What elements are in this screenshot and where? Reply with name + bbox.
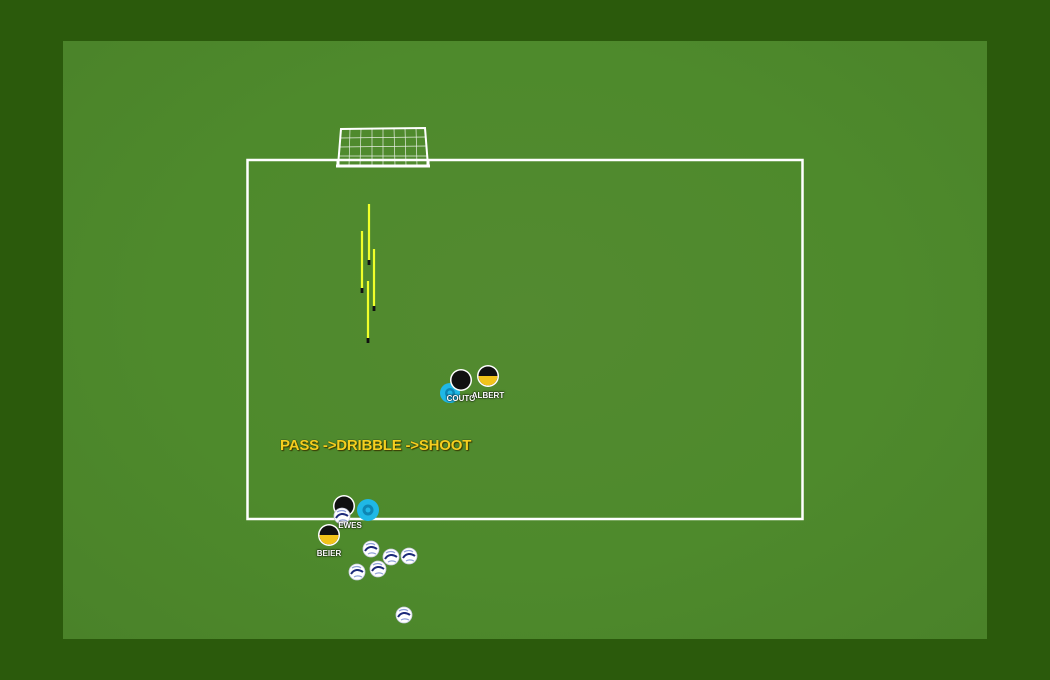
pitch (63, 41, 987, 639)
player-name-albert: ALBERT (471, 391, 505, 400)
drill-label: PASS ->DRIBBLE ->SHOOT (280, 437, 472, 454)
player-name-ewes: EWES (338, 521, 362, 530)
player-name-beier: BEIER (316, 549, 342, 558)
player-name-couto: COUTO (446, 394, 476, 403)
